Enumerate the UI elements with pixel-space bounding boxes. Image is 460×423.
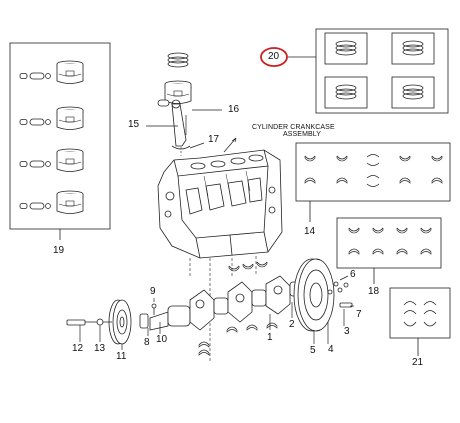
callout-3[interactable]: 3 (344, 326, 350, 337)
callout-17[interactable]: 17 (208, 134, 220, 145)
callout-16[interactable]: 16 (228, 104, 240, 115)
callout-13[interactable]: 13 (94, 343, 106, 354)
callout-leaders (79, 275, 354, 350)
assembly-label-line1: CYLINDER CRANKCASE (252, 124, 335, 131)
callout-11[interactable]: 11 (116, 351, 127, 362)
piston-kit-box (9, 42, 111, 240)
piston-rod-group (146, 52, 222, 156)
ring-set-box (260, 28, 449, 114)
callout-4[interactable]: 4 (328, 344, 334, 355)
callout-19[interactable]: 19 (53, 245, 65, 256)
callout-20[interactable]: 20 (268, 51, 280, 62)
callout-2[interactable]: 2 (289, 319, 295, 330)
flywheel-bolts (339, 282, 353, 308)
thrust-washer-box (389, 287, 451, 356)
callout-9[interactable]: 9 (150, 286, 156, 297)
callout-15[interactable]: 15 (128, 119, 140, 130)
rod-bearing-box (336, 217, 442, 284)
callout-10[interactable]: 10 (156, 334, 168, 345)
callout-12[interactable]: 12 (72, 343, 84, 354)
callout-18[interactable]: 18 (368, 286, 380, 297)
callout-14[interactable]: 14 (304, 226, 316, 237)
callout-7[interactable]: 7 (356, 309, 362, 320)
crankshaft (149, 275, 301, 331)
cylinder-block (157, 137, 283, 259)
callout-21[interactable]: 21 (412, 357, 424, 368)
callout-5[interactable]: 5 (310, 345, 316, 356)
main-bearing-box (295, 142, 451, 222)
callout-6[interactable]: 6 (350, 269, 356, 280)
flywheel (293, 258, 343, 332)
callout-1[interactable]: 1 (267, 332, 273, 343)
callout-8[interactable]: 8 (144, 337, 150, 348)
assembly-label-line2: ASSEMBLY (283, 131, 322, 138)
